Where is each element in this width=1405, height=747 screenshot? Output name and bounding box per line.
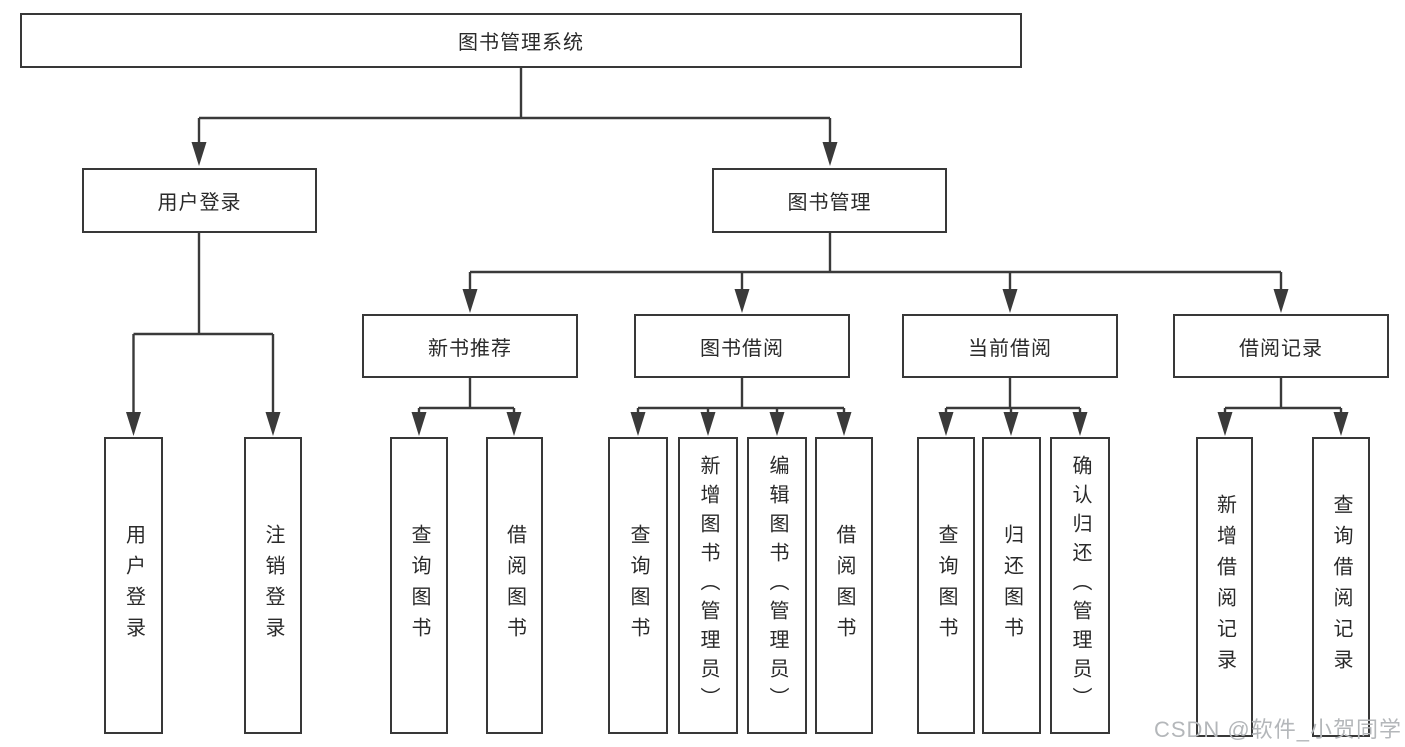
node-current-borrow-label: 当前借阅 <box>968 337 1052 360</box>
leaf-borrow-books-label: 借阅图书 <box>833 523 855 648</box>
node-new-book-recommend: 新书推荐 <box>362 314 578 378</box>
leaf-query-books-borrow-label: 查询图书 <box>627 523 649 648</box>
leaf-logout: 注销登录 <box>244 437 302 734</box>
leaf-add-borrow-record-label: 新增借阅记录 <box>1213 494 1236 680</box>
node-borrow-records-label: 借阅记录 <box>1239 337 1323 360</box>
leaf-user-login-label: 用户登录 <box>122 523 145 648</box>
node-borrow-records: 借阅记录 <box>1173 314 1389 378</box>
leaf-confirm-return-admin: 确认归还（管理员） <box>1050 437 1110 734</box>
leaf-query-books-borrow: 查询图书 <box>608 437 668 734</box>
node-user-login: 用户登录 <box>82 168 317 233</box>
leaf-user-login: 用户登录 <box>104 437 163 734</box>
leaf-query-books-recommend: 查询图书 <box>390 437 448 734</box>
leaf-query-books-recommend-label: 查询图书 <box>408 523 430 648</box>
leaf-query-books-current-label: 查询图书 <box>935 523 957 648</box>
node-current-borrow: 当前借阅 <box>902 314 1118 378</box>
leaf-borrow-books: 借阅图书 <box>815 437 873 734</box>
leaf-borrow-books-recommend-label: 借阅图书 <box>503 523 526 648</box>
csdn-watermark: CSDN @软件_小贺同学 <box>1153 717 1402 742</box>
node-new-book-recommend-label: 新书推荐 <box>428 337 512 360</box>
node-book-management-label: 图书管理 <box>787 192 872 214</box>
node-user-login-label: 用户登录 <box>157 192 242 214</box>
node-root: 图书管理系统 <box>20 13 1022 68</box>
leaf-return-books: 归还图书 <box>982 437 1041 734</box>
leaf-add-borrow-record: 新增借阅记录 <box>1196 437 1253 737</box>
leaf-return-books-label: 归还图书 <box>1000 523 1023 648</box>
leaf-query-books-current: 查询图书 <box>917 437 975 734</box>
node-book-management: 图书管理 <box>712 168 947 233</box>
leaf-edit-books-admin: 编辑图书（管理员） <box>747 437 807 734</box>
leaf-confirm-return-admin-label: 确认归还（管理员） <box>1069 455 1091 716</box>
leaf-query-borrow-record: 查询借阅记录 <box>1312 437 1370 737</box>
node-book-borrow: 图书借阅 <box>634 314 850 378</box>
leaf-logout-label: 注销登录 <box>262 523 284 648</box>
leaf-edit-books-admin-label: 编辑图书（管理员） <box>766 455 788 716</box>
leaf-add-books-admin: 新增图书（管理员） <box>678 437 738 734</box>
leaf-query-borrow-record-label: 查询借阅记录 <box>1330 494 1352 680</box>
node-root-label: 图书管理系统 <box>458 32 584 54</box>
leaf-add-books-admin-label: 新增图书（管理员） <box>697 455 719 716</box>
node-book-borrow-label: 图书借阅 <box>700 337 784 360</box>
leaf-borrow-books-recommend: 借阅图书 <box>486 437 543 734</box>
